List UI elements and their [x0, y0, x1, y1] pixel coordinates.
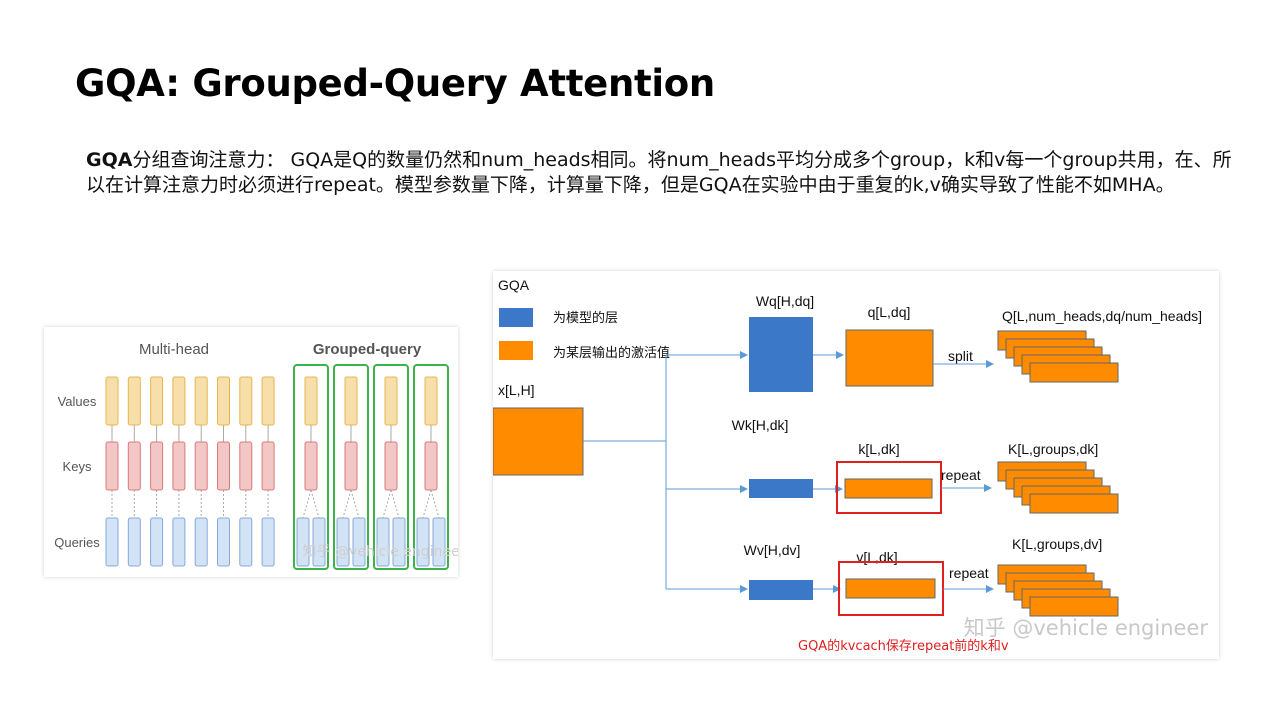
V-group-card — [1029, 596, 1119, 617]
mh-value-head — [217, 376, 230, 426]
gq-kq-connector — [422, 489, 432, 519]
gq-key-head — [424, 441, 438, 491]
right-watermark: 知乎 @vehicle engineer — [964, 616, 1209, 640]
mh-key-head — [150, 441, 164, 491]
gq-query-head — [376, 517, 390, 567]
row-label-keys: Keys — [63, 459, 92, 474]
mh-query-head — [127, 517, 141, 567]
gq-group-box — [373, 364, 409, 570]
gqa-dataflow-figure: GQA 为模型的层 为某层输出的激活值 x[L,H] Wq[H,dq] q[L,… — [493, 271, 1219, 659]
gq-group-box — [333, 364, 369, 570]
mh-key-head — [261, 441, 275, 491]
gqa-dataflow-svg: GQA 为模型的层 为某层输出的激活值 x[L,H] Wq[H,dq] q[L,… — [493, 277, 1209, 654]
k-label: k[L,dk] — [858, 441, 899, 457]
K-label: K[L,groups,dk] — [1008, 441, 1098, 457]
gq-query-head — [312, 517, 326, 567]
legend-activation-label: 为某层输出的激活值 — [553, 345, 670, 361]
mh-value-head — [261, 376, 275, 426]
gq-query-head — [336, 517, 350, 567]
mh-value-head — [194, 376, 208, 426]
mh-key-head — [239, 441, 253, 491]
left-watermark: 知乎 @vehicle engineer — [303, 543, 458, 560]
gq-kq-connector — [342, 489, 352, 519]
gq-query-head — [432, 517, 446, 567]
legend-activation-swatch — [499, 341, 533, 360]
figure-title: GQA — [498, 277, 530, 293]
gq-kq-connector — [310, 489, 320, 519]
legend-layer-label: 为模型的层 — [553, 310, 618, 326]
mh-value-head — [105, 376, 119, 426]
Q-head-card — [1029, 362, 1119, 383]
wk-layer-box — [749, 479, 813, 498]
K-group-card — [1029, 493, 1119, 514]
description-text: 分组查询注意力： GQA是Q的数量仍然和num_heads相同。将num_hea… — [86, 149, 1232, 196]
wv-layer-box — [749, 580, 813, 600]
slide-title: GQA: Grouped-Query Attention — [75, 62, 715, 105]
gq-key-head — [384, 441, 398, 491]
row-label-values: Values — [58, 394, 97, 409]
gq-kq-connector — [382, 489, 392, 519]
K-groups-stack — [997, 461, 1119, 514]
row-label-queries: Queries — [54, 535, 100, 550]
description-lead: GQA — [86, 149, 133, 171]
gq-kq-connector — [302, 489, 312, 519]
x-activation-box — [493, 407, 584, 476]
q-activation-box — [845, 329, 934, 387]
gq-query-head — [416, 517, 430, 567]
gq-value-head — [344, 376, 358, 426]
kvcache-note: GQA的kvcach保存repeat前的k和v — [798, 638, 1009, 654]
wk-label: Wk[H,dk] — [732, 417, 789, 433]
gq-value-head — [424, 376, 438, 426]
mh-key-head — [172, 441, 186, 491]
gq-query-head — [352, 517, 366, 567]
gq-group-box — [413, 364, 449, 570]
mh-value-head — [150, 376, 164, 426]
x-label: x[L,H] — [498, 382, 535, 398]
mh-key-head — [194, 441, 208, 491]
gq-kq-connector — [350, 489, 360, 519]
attention-head-shapes — [105, 364, 449, 570]
gq-query-head — [392, 517, 406, 567]
mh-query-head — [150, 517, 164, 567]
wv-label: Wv[H,dv] — [744, 542, 801, 558]
gq-key-head — [304, 441, 318, 491]
legend-layer-swatch — [499, 308, 533, 327]
gq-value-head — [304, 376, 318, 426]
description: GQA分组查询注意力： GQA是Q的数量仍然和num_heads相同。将num_… — [86, 148, 1236, 198]
mh-key-head — [217, 441, 230, 491]
multihead-vs-groupedquery-figure: Multi-head Grouped-query Values Keys Que… — [44, 327, 458, 577]
gq-kq-connector — [430, 489, 440, 519]
wq-layer-box — [749, 317, 813, 392]
mh-key-head — [105, 441, 119, 491]
mh-value-head — [127, 376, 141, 426]
mh-key-head — [127, 441, 141, 491]
Q-heads-stack — [997, 330, 1119, 383]
mh-query-head — [261, 517, 275, 567]
repeat-k-label: repeat — [941, 467, 981, 483]
q-label: q[L,dq] — [868, 304, 911, 320]
V-groups-stack — [997, 564, 1119, 617]
wq-label: Wq[H,dq] — [756, 293, 814, 309]
mh-value-head — [172, 376, 186, 426]
V-label: K[L,groups,dv] — [1012, 536, 1102, 552]
gq-group-box — [293, 364, 329, 570]
mh-value-head — [239, 376, 253, 426]
mh-query-head — [194, 517, 208, 567]
grouped-query-title: Grouped-query — [313, 341, 422, 358]
Q-label: Q[L,num_heads,dq/num_heads] — [1002, 308, 1202, 324]
mh-query-head — [172, 517, 186, 567]
gq-query-head — [296, 517, 310, 567]
multi-head-title: Multi-head — [139, 341, 209, 358]
gq-value-head — [384, 376, 398, 426]
mh-query-head — [217, 517, 230, 567]
v-activation-box — [845, 578, 936, 599]
split-label: split — [948, 348, 973, 364]
attention-comparison-svg: Multi-head Grouped-query Values Keys Que… — [54, 341, 458, 570]
repeat-v-label: repeat — [949, 565, 989, 581]
gq-key-head — [344, 441, 358, 491]
mh-query-head — [105, 517, 119, 567]
mh-query-head — [239, 517, 253, 567]
gq-kq-connector — [390, 489, 400, 519]
k-activation-box — [844, 478, 933, 499]
